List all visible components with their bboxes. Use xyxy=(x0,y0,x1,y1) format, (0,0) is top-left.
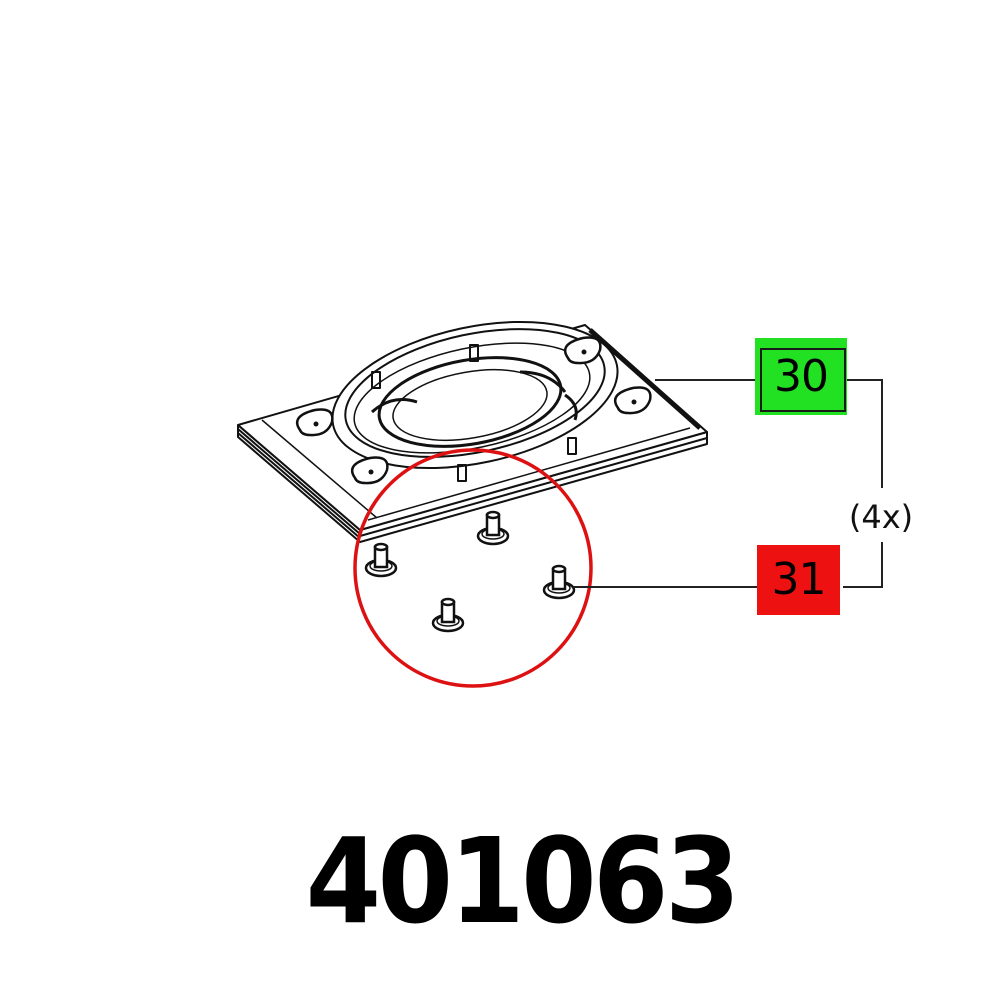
pin-2 xyxy=(476,510,510,546)
part-number: 401063 xyxy=(305,812,741,950)
base-plate xyxy=(237,320,708,543)
leader-lines xyxy=(573,379,883,588)
callout-30-label: 30 xyxy=(774,350,829,402)
callout-30[interactable]: 30 xyxy=(755,338,847,415)
highlight-circle xyxy=(353,448,593,688)
pin-3 xyxy=(431,597,465,633)
callout-30-frame xyxy=(760,348,846,412)
pin-1 xyxy=(364,542,398,578)
callout-31-label: 31 xyxy=(771,554,827,605)
pin-4 xyxy=(542,564,576,600)
callout-31[interactable]: 31 xyxy=(757,545,840,615)
pins xyxy=(364,510,576,633)
quantity-label: (4x) xyxy=(836,497,926,537)
